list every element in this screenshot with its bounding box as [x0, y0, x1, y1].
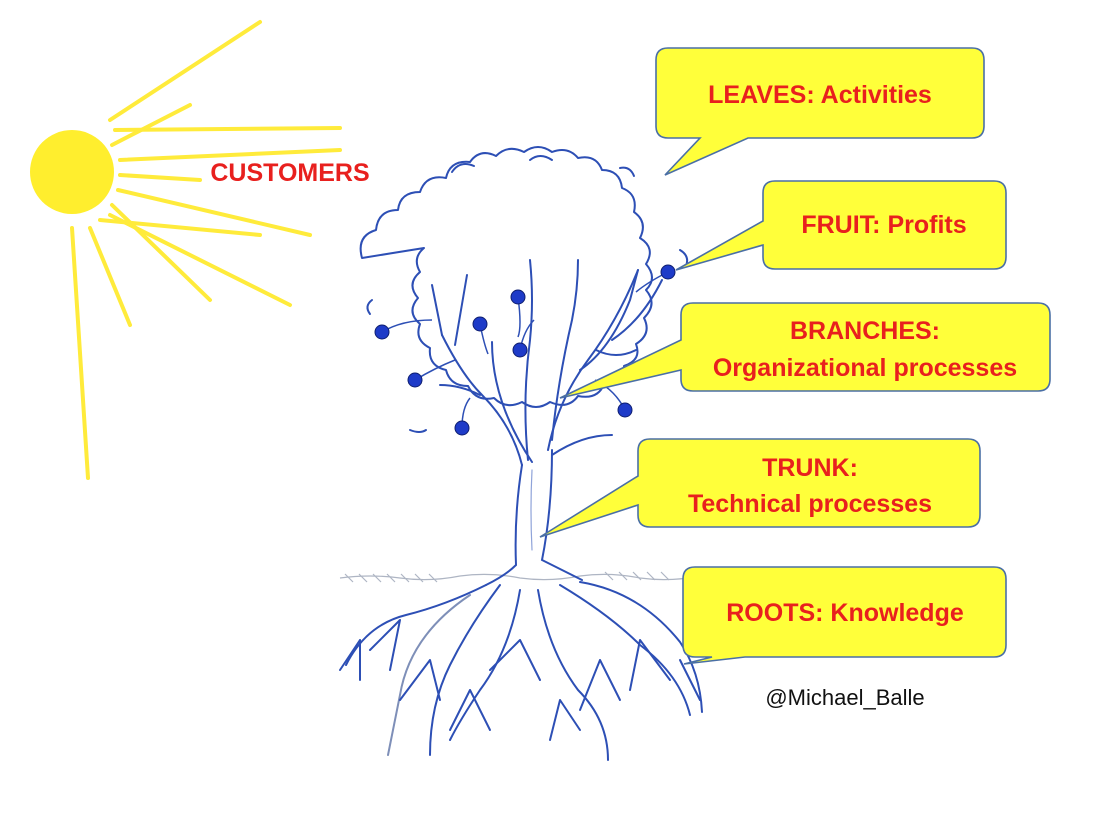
callout-leaves: LEAVES: Activities [655, 47, 985, 176]
sun-rays [70, 20, 342, 480]
ground-line [339, 571, 741, 583]
callout-leaves-text: LEAVES: Activities [708, 81, 932, 109]
fruit-dot [617, 402, 633, 418]
fruit-dot [510, 289, 526, 305]
callout-branches-bubble [559, 302, 1051, 399]
callout-trunk-text-line1: TRUNK: [762, 454, 858, 482]
customers-label: CUSTOMERS [210, 159, 369, 187]
callout-trunk-bubble [539, 438, 981, 538]
callout-branches-text-line2: Organizational processes [713, 354, 1017, 382]
callout-fruit-bubble [675, 180, 1007, 271]
callout-branches-text-line1: BRANCHES: [790, 317, 940, 345]
callout-roots-text: ROOTS: Knowledge [726, 599, 964, 627]
fruit-dot [454, 420, 470, 436]
fruit-dot [660, 264, 676, 280]
callout-roots: ROOTS: Knowledge [682, 566, 1007, 665]
callout-trunk: TRUNK: Technical processes [539, 438, 981, 538]
callout-fruit: FRUIT: Profits [675, 180, 1007, 271]
tree-fruit [374, 264, 676, 436]
callout-trunk-text-line2: Technical processes [688, 490, 932, 518]
fruit-dot [374, 324, 390, 340]
sun [30, 20, 342, 480]
fruit-dot [472, 316, 488, 332]
callout-branches: BRANCHES: Organizational processes [559, 302, 1051, 399]
credit-handle: @Michael_Balle [765, 685, 924, 710]
sun-disc [30, 130, 114, 214]
tree-trunk [485, 449, 583, 586]
tree-roots [339, 581, 703, 761]
tree-branches [431, 259, 663, 466]
fruit-dot [512, 342, 528, 358]
callout-roots-bubble [682, 566, 1007, 665]
fruit-dot [407, 372, 423, 388]
callout-leaves-bubble [655, 47, 985, 176]
callout-fruit-text: FRUIT: Profits [801, 211, 966, 239]
